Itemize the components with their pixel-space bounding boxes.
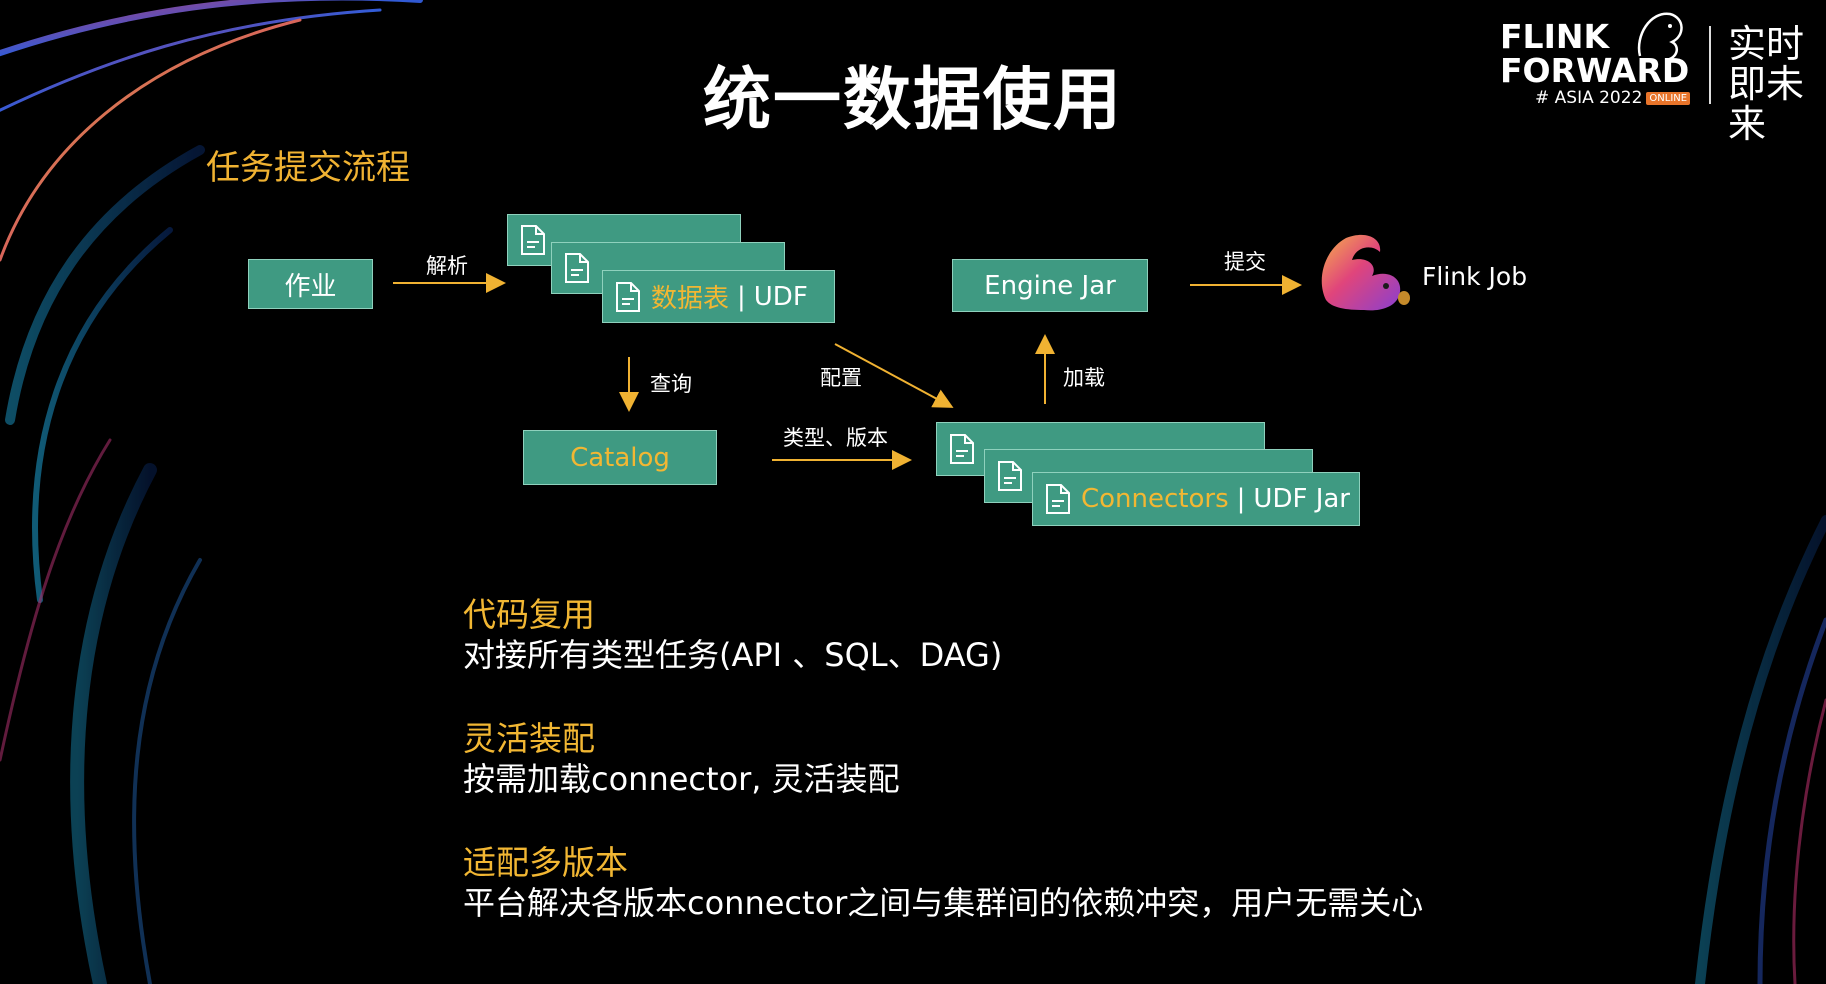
logo-tag: # ASIA 2022 <box>1535 88 1643 108</box>
document-icon <box>998 461 1022 491</box>
udf-jar-label: UDF Jar <box>1253 484 1350 514</box>
document-icon <box>565 253 589 283</box>
logo-online-badge: ONLINE <box>1646 91 1691 105</box>
tables-udf-box: 数据表 | UDF <box>602 270 835 323</box>
document-icon <box>616 281 640 312</box>
connectors-label: Connectors <box>1081 484 1229 514</box>
flink-job-label: Flink Job <box>1422 262 1528 291</box>
catalog-box: Catalog <box>523 430 717 485</box>
config-label: 配置 <box>820 366 862 390</box>
job-box-label: 作业 <box>284 271 337 302</box>
section-heading-flexible-assembly: 灵活装配 <box>463 719 595 758</box>
connectors-separator: | <box>1236 484 1246 514</box>
engine-jar-label: Engine Jar <box>984 270 1116 301</box>
tables-separator: | <box>737 281 746 312</box>
tables-label: 数据表 <box>651 284 730 314</box>
section-text-multi-version: 平台解决各版本connector之间与集群间的依赖冲突，用户无需关心 <box>463 884 1424 922</box>
logo-line1: FLINK <box>1500 17 1610 56</box>
connectors-udf-jar-box: Connectors | UDF Jar <box>1032 472 1360 526</box>
slide-title: 统一数据使用 <box>702 61 1123 140</box>
document-icon <box>521 225 545 255</box>
catalog-label: Catalog <box>570 442 670 473</box>
engine-jar-box: Engine Jar <box>952 259 1148 312</box>
section-text-flexible-assembly: 按需加载connector, 灵活装配 <box>463 760 900 798</box>
document-icon <box>1046 484 1070 514</box>
section-heading-multi-version: 适配多版本 <box>463 843 628 882</box>
logo-divider <box>1709 26 1711 104</box>
arrow-tables-to-connectors <box>834 343 954 408</box>
job-box: 作业 <box>248 259 373 309</box>
submit-label: 提交 <box>1224 250 1266 274</box>
load-label: 加载 <box>1063 366 1105 390</box>
udf-label: UDF <box>753 281 808 312</box>
logo-line2: FORWARD <box>1500 51 1690 90</box>
type-version-label: 类型、版本 <box>783 426 888 450</box>
logo-squirrel-outline-icon <box>1637 12 1683 62</box>
flow-subtitle: 任务提交流程 <box>206 148 410 188</box>
query-label: 查询 <box>650 372 692 396</box>
squirrel-logo-icon <box>1321 234 1410 311</box>
logo-slogan: 实时即未来 <box>1728 22 1805 146</box>
parse-label: 解析 <box>426 254 468 278</box>
section-text-code-reuse: 对接所有类型任务(API 、SQL、DAG) <box>463 636 1003 674</box>
document-icon <box>950 434 974 464</box>
flink-forward-logo: FLINK FORWARD <box>1500 20 1689 88</box>
section-heading-code-reuse: 代码复用 <box>463 595 595 634</box>
